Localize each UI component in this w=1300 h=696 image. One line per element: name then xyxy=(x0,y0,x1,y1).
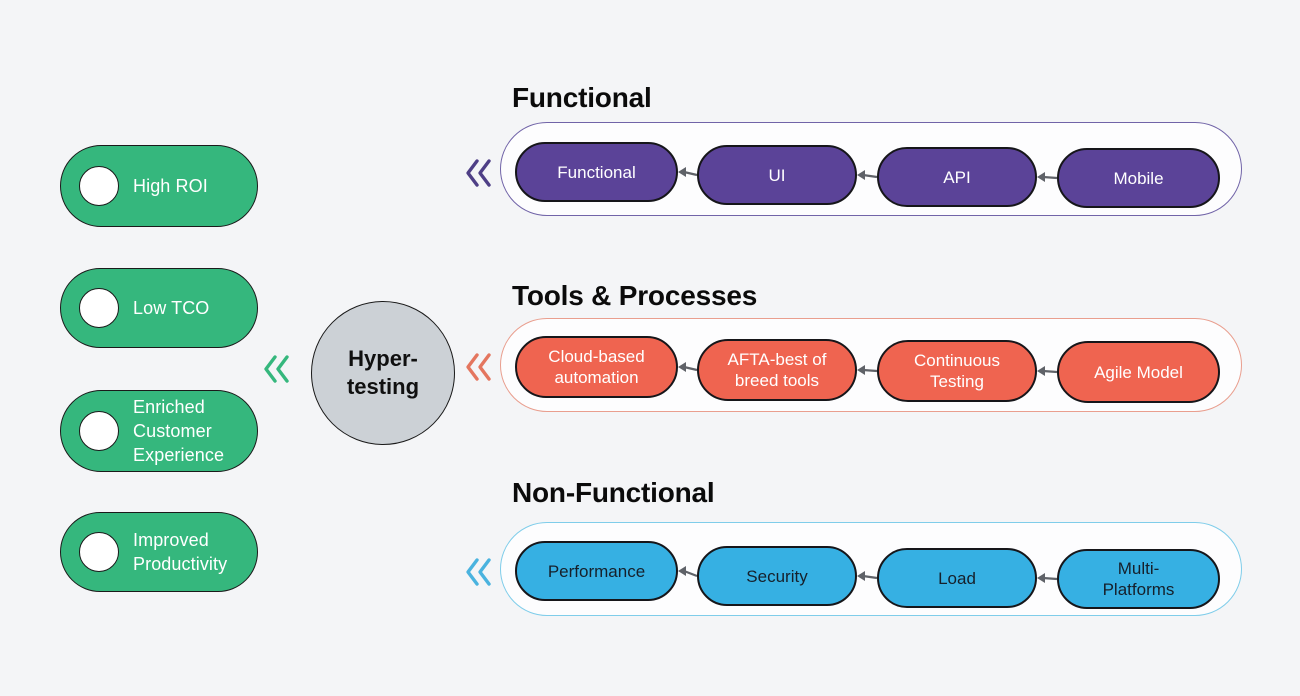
circle-bullet-icon xyxy=(79,288,119,328)
node-tools-processes-0[interactable]: Cloud-based automation xyxy=(515,336,678,398)
node-label: Agile Model xyxy=(1094,362,1183,382)
node-functional-0[interactable]: Functional xyxy=(515,142,678,202)
section-title-tools-processes: Tools & Processes xyxy=(512,280,758,311)
node-label: Functional xyxy=(557,162,636,182)
node-label: Continuous Testing xyxy=(913,351,1000,391)
node-functional-1[interactable]: UI xyxy=(697,145,857,205)
node-functional-3[interactable]: Mobile xyxy=(1057,148,1220,208)
node-tools-processes-3[interactable]: Agile Model xyxy=(1057,341,1220,403)
circle-bullet-icon xyxy=(79,411,119,451)
node-label: Multi- Platforms xyxy=(1102,559,1175,599)
chevron-double-left-green xyxy=(262,352,292,386)
benefit-label: Enriched Customer Experience xyxy=(133,397,225,465)
section-title-non-functional: Non-Functional xyxy=(512,477,715,508)
node-tools-processes-2[interactable]: Continuous Testing xyxy=(877,340,1037,402)
benefit-label: Low TCO xyxy=(133,298,210,318)
benefit-pill-2[interactable]: Enriched Customer Experience xyxy=(60,390,258,472)
section-title-functional: Functional xyxy=(512,82,652,113)
circle-bullet-icon xyxy=(79,532,119,572)
circle-bullet-icon xyxy=(79,166,119,206)
node-non-functional-2[interactable]: Load xyxy=(877,548,1037,608)
node-label: Security xyxy=(746,566,808,586)
node-label: Performance xyxy=(547,561,646,581)
node-label: Cloud-based automation xyxy=(548,347,645,387)
node-label: Mobile xyxy=(1113,168,1164,188)
node-tools-processes-1[interactable]: AFTA-best of breed tools xyxy=(697,339,857,401)
chevron-double-left-red xyxy=(464,350,494,384)
node-non-functional-0[interactable]: Performance xyxy=(515,541,678,601)
node-label: AFTA-best of breed tools xyxy=(727,350,827,390)
node-functional-2[interactable]: API xyxy=(877,147,1037,207)
benefit-pill-0[interactable]: High ROI xyxy=(60,145,258,227)
hub-label: Hyper- testing xyxy=(346,346,420,399)
node-non-functional-3[interactable]: Multi- Platforms xyxy=(1057,549,1220,609)
node-label: UI xyxy=(768,165,786,185)
benefit-pill-1[interactable]: Low TCO xyxy=(60,268,258,348)
node-label: Load xyxy=(938,568,976,588)
chevron-double-left-blue xyxy=(464,555,494,589)
benefit-pill-3[interactable]: Improved Productivity xyxy=(60,512,258,592)
hub-circle[interactable]: Hyper- testing xyxy=(311,301,455,445)
node-label: API xyxy=(943,167,971,187)
benefit-label: Improved Productivity xyxy=(133,530,228,574)
node-non-functional-1[interactable]: Security xyxy=(697,546,857,606)
chevron-double-left-purple xyxy=(464,156,494,190)
benefit-label: High ROI xyxy=(133,176,208,196)
